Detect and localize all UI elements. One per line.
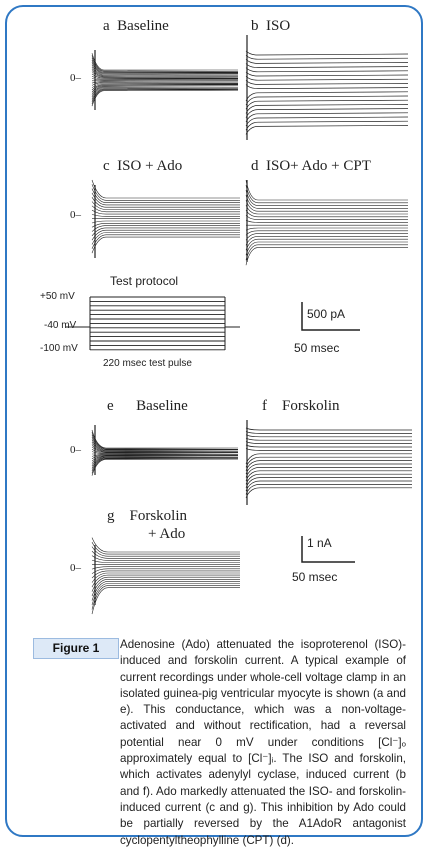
scale-bottom-time: 50 msec xyxy=(292,570,337,584)
trace-sweep-d xyxy=(246,205,408,214)
trace-sweep-b xyxy=(246,125,408,134)
trace-sweep-g xyxy=(92,586,240,610)
trace-sweep-e xyxy=(92,459,238,475)
trace-sweep-b xyxy=(246,68,408,72)
figure-1: a Baseline b ISO c ISO + Ado d ISO+ Ado … xyxy=(0,0,434,640)
trace-sweep-f xyxy=(246,461,412,471)
trace-sweep-f xyxy=(246,442,412,444)
panel-a-label: a Baseline xyxy=(103,18,169,35)
trace-sweep-f xyxy=(246,474,412,484)
protocol-v-bottom: -100 mV xyxy=(40,343,78,354)
trace-sweep-b xyxy=(246,72,408,76)
panel-c-traces xyxy=(92,180,240,258)
protocol-v-top: +50 mV xyxy=(40,291,75,302)
trace-sweep-b xyxy=(246,80,408,84)
trace-sweep-d xyxy=(246,236,408,245)
test-protocol-lines xyxy=(66,297,240,350)
figure-caption: Adenosine (Ado) attenuated the isoproter… xyxy=(120,637,406,849)
trace-sweep-f xyxy=(246,431,412,433)
trace-sweep-f xyxy=(246,478,412,488)
trace-sweep-f xyxy=(246,471,412,481)
scale-top-time: 50 msec xyxy=(294,341,339,355)
trace-sweep-d xyxy=(246,220,408,222)
trace-sweep-e xyxy=(92,432,238,449)
trace-sweep-a xyxy=(92,56,238,72)
panel-g-label-line2: + Ado xyxy=(148,526,185,543)
trace-sweep-c xyxy=(92,226,240,232)
trace-sweep-g xyxy=(92,584,240,606)
trace-sweep-d xyxy=(246,190,408,205)
zero-marker-a: 0– xyxy=(70,72,81,84)
trace-sweep-c xyxy=(92,214,240,216)
protocol-title: Test protocol xyxy=(110,274,178,288)
trace-sweep-e xyxy=(92,458,238,471)
trace-sweep-e xyxy=(92,435,238,450)
trace-sweep-c xyxy=(92,206,240,212)
panel-b-traces xyxy=(246,35,408,140)
trace-sweep-g xyxy=(92,547,240,557)
trace-sweep-d xyxy=(246,195,408,208)
trace-sweep-c xyxy=(92,180,240,198)
panel-g-traces xyxy=(92,538,240,615)
trace-sweep-b xyxy=(246,59,408,63)
scale-bottom-current: 1 nA xyxy=(307,536,332,550)
trace-sweep-d xyxy=(246,245,408,260)
panel-g-label: g Forskolin xyxy=(107,508,187,525)
trace-sweep-c xyxy=(92,197,240,207)
trace-sweep-d xyxy=(246,248,408,266)
trace-sweep-f xyxy=(246,457,412,467)
trace-sweep-c xyxy=(92,237,240,253)
trace-sweep-f xyxy=(246,484,412,494)
panel-f-label: f Forskolin xyxy=(262,398,340,415)
trace-sweep-b xyxy=(246,85,408,89)
trace-sweep-d xyxy=(246,215,408,219)
panel-d-traces xyxy=(246,180,408,265)
trace-sweep-a xyxy=(92,90,238,104)
trace-sweep-a xyxy=(92,53,238,70)
trace-sweep-f xyxy=(246,428,412,430)
zero-marker-e: 0– xyxy=(70,444,81,456)
trace-sweep-c xyxy=(92,233,240,245)
trace-sweep-d xyxy=(246,228,408,230)
trace-sweep-f xyxy=(246,438,412,440)
panel-e-traces xyxy=(92,425,238,476)
panel-c-label: c ISO + Ado xyxy=(103,158,182,175)
trace-sweep-f xyxy=(246,488,412,498)
panel-e-label: e Baseline xyxy=(107,398,188,415)
trace-sweep-g xyxy=(92,588,240,614)
trace-sweep-c xyxy=(92,221,240,223)
panel-f-traces xyxy=(246,420,412,505)
protocol-pulse-label: 220 msec test pulse xyxy=(103,358,192,369)
panel-d-label: d ISO+ Ado + CPT xyxy=(251,158,371,175)
trace-sweep-f xyxy=(246,464,412,474)
trace-sweep-f xyxy=(246,448,412,450)
trace-sweep-b xyxy=(246,51,408,55)
trace-sweep-d xyxy=(246,180,408,200)
trace-sweep-a xyxy=(92,90,238,106)
protocol-v-hold: -40 mV xyxy=(44,320,76,331)
trace-sweep-b xyxy=(246,64,408,68)
trace-sweep-f xyxy=(246,435,412,437)
panel-a-traces xyxy=(92,50,238,110)
trace-sweep-c xyxy=(92,193,240,205)
zero-marker-c: 0– xyxy=(70,209,81,221)
trace-sweep-c xyxy=(92,230,240,240)
zero-marker-g: 0– xyxy=(70,562,81,574)
trace-sweep-f xyxy=(246,467,412,477)
trace-sweep-b xyxy=(246,55,408,59)
trace-sweep-f xyxy=(246,445,412,447)
trace-sweep-f xyxy=(246,481,412,491)
trace-sweep-d xyxy=(246,231,408,235)
trace-sweep-g xyxy=(92,581,240,600)
scale-top-current: 500 pA xyxy=(307,307,345,321)
trace-sweep-d xyxy=(246,242,408,255)
trace-sweep-e xyxy=(92,430,238,448)
trace-sweep-f xyxy=(246,454,412,464)
panel-b-label: b ISO xyxy=(251,18,290,35)
trace-sweep-e xyxy=(92,458,238,473)
figure-tag: Figure 1 xyxy=(33,638,119,659)
trace-sweep-b xyxy=(246,76,408,80)
